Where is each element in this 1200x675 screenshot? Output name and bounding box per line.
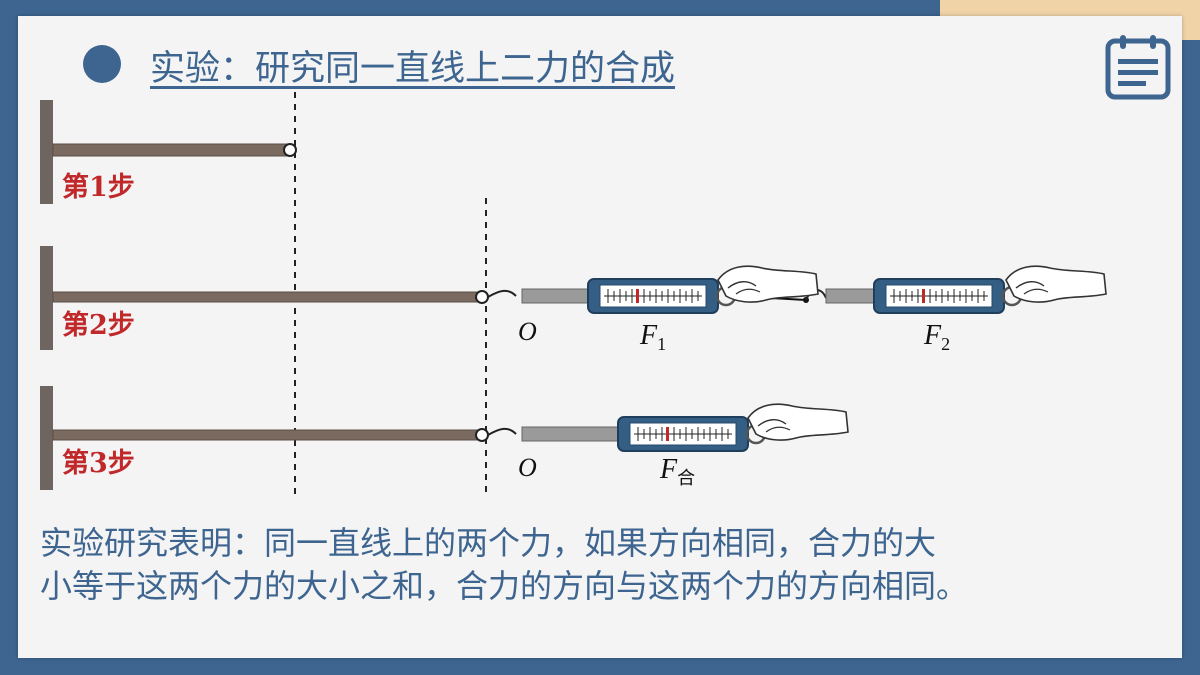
wall-step-3 — [40, 386, 53, 490]
conclusion-text: 实验研究表明：同一直线上的两个力，如果方向相同，合力的大 小等于这两个力的大小之… — [40, 522, 1180, 608]
rubber-band-step-2 — [52, 291, 481, 303]
hand-f2 — [1005, 265, 1107, 303]
force-label-f1: F1 — [639, 320, 666, 354]
step-label-1: 第1步 — [62, 171, 135, 203]
content-panel — [18, 16, 1182, 658]
step-label-2: 第2步 — [62, 309, 135, 341]
step-label-3: 第3步 — [62, 447, 135, 479]
hand-fhe — [747, 403, 849, 441]
wall-step-1 — [40, 100, 53, 204]
calendar-document-icon — [1105, 35, 1171, 100]
knot-o-step-2 — [475, 290, 489, 304]
wall-step-2 — [40, 246, 53, 350]
title-bullet — [83, 45, 121, 83]
force-label-f2: F2 — [923, 320, 950, 354]
scale-hook-f1 — [521, 288, 589, 304]
page-title: 实验：研究同一直线上二力的合成 — [150, 49, 676, 89]
conclusion-line-2: 小等于这两个力的大小之和，合力的方向与这两个力的方向相同。 — [40, 567, 969, 605]
hand-f1 — [717, 265, 819, 303]
force-label-fhe: F合 — [659, 454, 695, 488]
point-o-step-3: O — [518, 453, 537, 482]
spring-scale-fhe — [616, 415, 767, 453]
knot-o-step-3 — [475, 428, 489, 442]
rubber-band-step-3 — [52, 429, 481, 441]
spring-scale-f2 — [872, 277, 1023, 315]
point-o-step-2: O — [518, 317, 537, 346]
spring-scale-f1 — [586, 277, 737, 315]
scale-hook-f2 — [825, 288, 875, 304]
scale-hook-fhe — [521, 426, 619, 442]
band-end-step-1 — [283, 143, 297, 157]
rubber-band-step-1 — [52, 143, 288, 157]
conclusion-line-1: 实验研究表明：同一直线上的两个力，如果方向相同，合力的大 — [40, 524, 937, 562]
